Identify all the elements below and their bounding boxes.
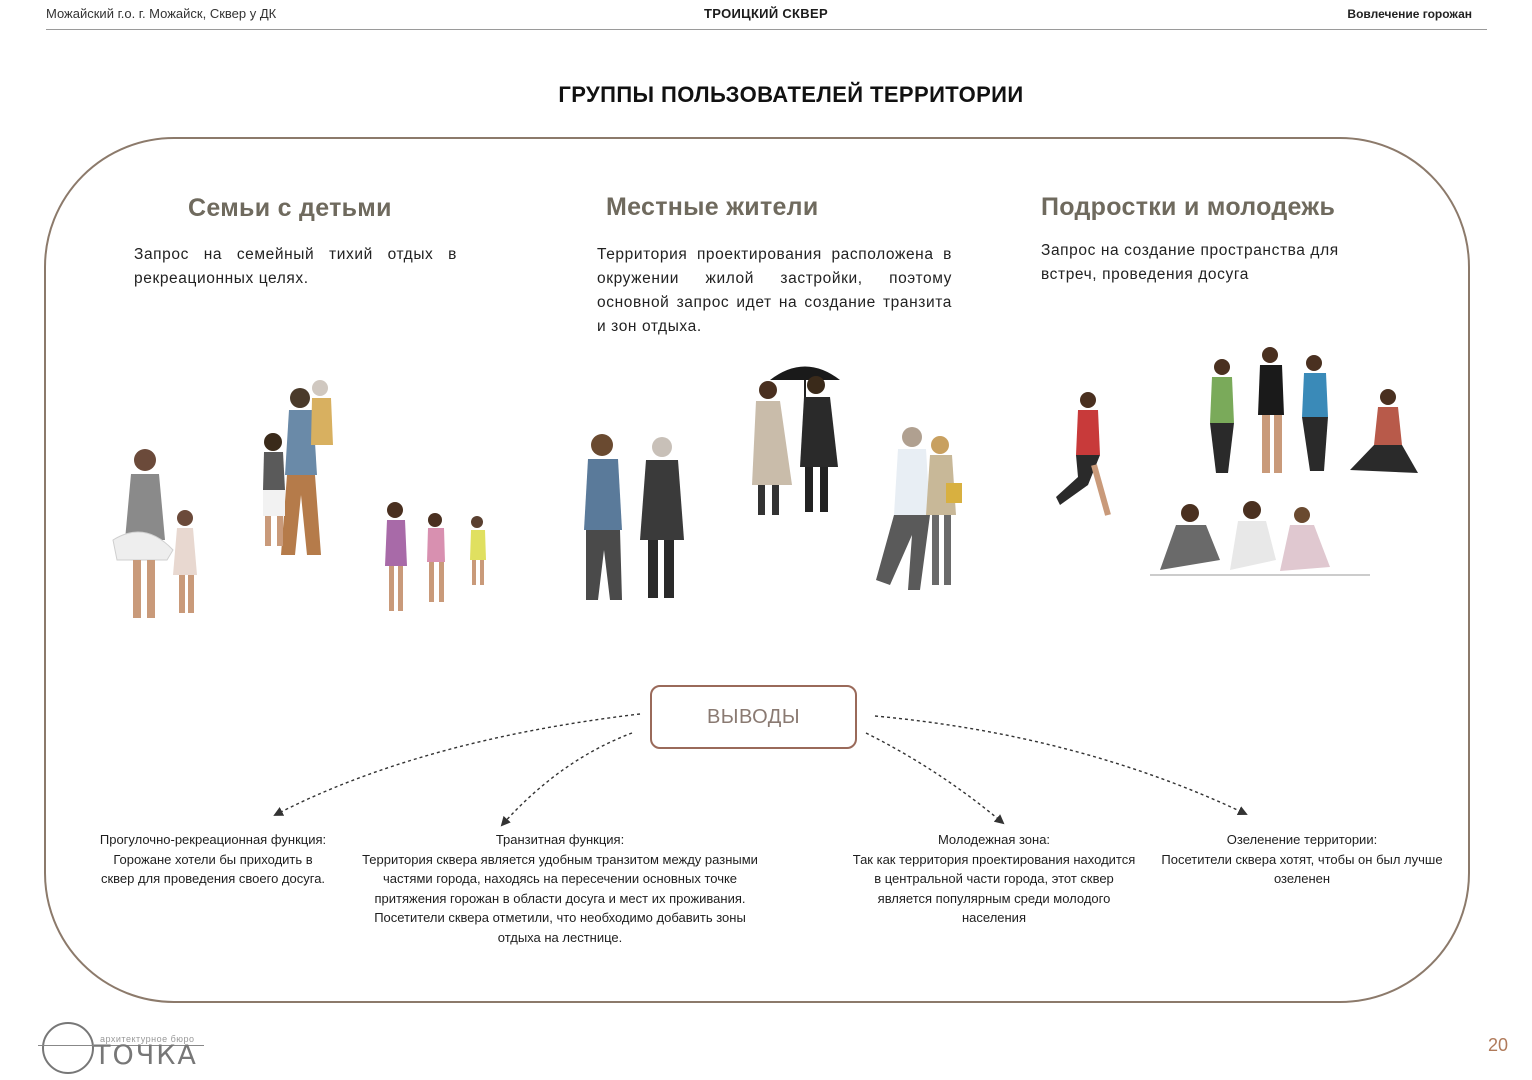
header-section: Вовлечение горожан: [1347, 7, 1472, 21]
conclusion-recreational: Прогулочно-рекреационная функция: Горожа…: [96, 830, 330, 889]
conclusion-greening: Озеленение территории: Посетители сквера…: [1160, 830, 1444, 889]
page-number: 20: [1487, 1035, 1508, 1055]
runners-figure: [1056, 347, 1418, 516]
conclusion-recreational-title: Прогулочно-рекреационная функция:: [99, 832, 327, 847]
conclusion-greening-title: Озеленение территории:: [1226, 832, 1378, 847]
group-title-youth: Подростки и молодежь: [1041, 193, 1336, 221]
content-frame: [44, 137, 1470, 1003]
conclusion-youth: Молодежная зона: Так как территория прое…: [850, 830, 1138, 928]
conclusion-transit-title: Транзитная функция:: [495, 832, 625, 847]
group-title-residents: Местные жители: [606, 193, 819, 221]
residents-people-image: [584, 366, 962, 600]
conclusions-box: ВЫВОДЫ: [650, 685, 857, 749]
conclusion-greening-text: Посетители сквера хотят, чтобы он был лу…: [1161, 851, 1443, 887]
header-project-title: ТРОИЦКИЙ СКВЕР: [704, 6, 828, 21]
group-desc-residents: Территория проектирования расположена в …: [597, 246, 952, 335]
group-title-families: Семьи с детьми: [188, 194, 392, 222]
logo-wordmark: ТОЧКА: [94, 1040, 198, 1071]
conclusion-transit-text: Территория сквера является удобным транз…: [362, 851, 758, 945]
couple-with-umbrella-figure: [752, 366, 840, 515]
conclusion-youth-text: Так как территория проектирования находи…: [852, 851, 1136, 926]
logo-circle-icon: [42, 1022, 94, 1074]
youth-people-image: [1056, 347, 1418, 576]
logo-subtitle: архитектурное бюро: [100, 1034, 195, 1044]
playing-children-figure: [385, 502, 486, 611]
families-people-image: [112, 380, 486, 618]
walking-couple-figure: [876, 427, 962, 590]
logo-line: [38, 1045, 204, 1046]
conclusion-recreational-text: Горожане хотели бы приходить в сквер для…: [100, 851, 326, 887]
header-location: Можайский г.о. г. Можайск, Сквер у ДК: [46, 6, 277, 21]
group-desc-youth: Запрос на создание пространства для встр…: [1041, 242, 1339, 283]
page-title: ГРУППЫ ПОЛЬЗОВАТЕЛЕЙ ТЕРРИТОРИИ: [558, 82, 1024, 107]
two-men-talking-figure: [584, 434, 684, 600]
header-divider: [46, 29, 1487, 30]
father-with-kids-figure: [263, 380, 333, 555]
conclusion-transit: Транзитная функция: Территория сквера яв…: [356, 830, 764, 947]
conclusion-youth-title: Молодежная зона:: [937, 832, 1051, 847]
group-desc-families: Запрос на семейный тихий отдых в рекреац…: [134, 246, 457, 287]
woman-with-child-figure: [112, 449, 197, 618]
sitting-group-figure: [1150, 501, 1370, 576]
